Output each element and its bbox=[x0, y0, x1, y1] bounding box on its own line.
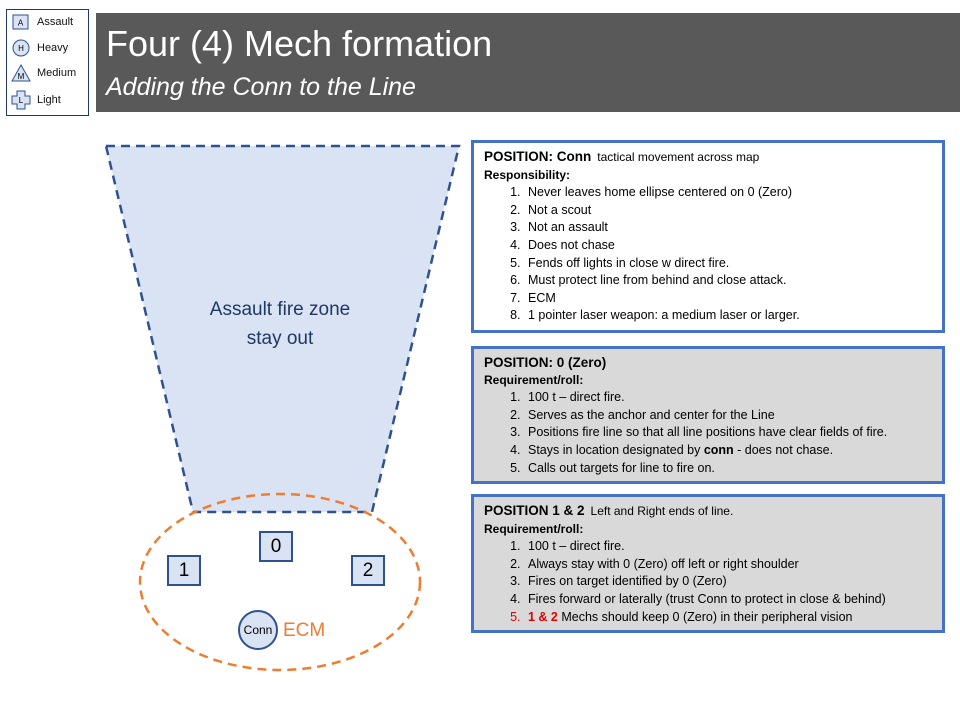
conn-box-subheading: Responsibility: bbox=[484, 167, 571, 182]
position-zero-marker: 0 bbox=[259, 531, 293, 562]
heavy-circle-icon: H bbox=[12, 39, 30, 57]
legend-label-medium: Medium bbox=[37, 67, 77, 79]
formation-diagram: Assault fire zone stay out 0 1 2 Conn EC… bbox=[0, 0, 470, 720]
assault-zone-line2: stay out bbox=[246, 328, 314, 349]
legend: A Assault H Heavy M Medium L Light bbox=[6, 9, 89, 116]
conn-box-heading: POSITION: Conn tactical movement across m… bbox=[484, 148, 932, 167]
list-item: Must protect line from behind and close … bbox=[524, 272, 932, 290]
legend-label-light: Light bbox=[37, 94, 61, 106]
zero-box-subheading: Requirement/roll: bbox=[484, 372, 584, 387]
list-item: Not a scout bbox=[524, 202, 932, 220]
list-item: 1 & 2 Mechs should keep 0 (Zero) in thei… bbox=[524, 609, 932, 627]
page-subtitle: Adding the Conn to the Line bbox=[106, 73, 416, 101]
diagram-shapes bbox=[104, 144, 461, 672]
legend-label-heavy: Heavy bbox=[37, 42, 69, 54]
zero-item4-pre: Stays in location designated by bbox=[528, 442, 704, 457]
svg-text:A: A bbox=[18, 19, 24, 28]
list-item: Does not chase bbox=[524, 237, 932, 255]
position-one-marker: 1 bbox=[167, 555, 201, 586]
list-item: 100 t – direct fire. bbox=[524, 389, 932, 407]
list-item: 1 pointer laser weapon: a medium laser o… bbox=[524, 307, 932, 325]
svg-text:H: H bbox=[18, 44, 24, 53]
ends-position-box: POSITION 1 & 2 Left and Right ends of lin… bbox=[471, 494, 945, 633]
conn-heading-text: POSITION: Conn bbox=[484, 149, 592, 164]
assault-zone-line1: Assault fire zone bbox=[209, 299, 351, 320]
conn-position-box: POSITION: Conn tactical movement across m… bbox=[471, 140, 945, 333]
position-two-marker: 2 bbox=[351, 555, 385, 586]
legend-item-light: L Light bbox=[11, 90, 61, 110]
ends-requirement-list: 100 t – direct fire. Always stay with 0 … bbox=[484, 538, 932, 626]
ends-item5-rest: Mechs should keep 0 (Zero) in their peri… bbox=[557, 609, 853, 624]
legend-item-heavy: H Heavy bbox=[11, 38, 68, 58]
zero-requirement-list: 100 t – direct fire. Serves as the ancho… bbox=[484, 389, 932, 477]
list-item: Never leaves home ellipse centered on 0 … bbox=[524, 184, 932, 202]
zero-item4-post: - does not chase. bbox=[733, 442, 834, 457]
list-item: Serves as the anchor and center for the … bbox=[524, 407, 932, 425]
legend-item-medium: M Medium bbox=[11, 63, 76, 83]
zero-position-box: POSITION: 0 (Zero) Requirement/roll: 100… bbox=[471, 346, 945, 484]
zero-item4-bold: conn bbox=[703, 442, 734, 457]
list-item: Calls out targets for line to fire on. bbox=[524, 460, 932, 478]
conn-heading-desc: tactical movement across map bbox=[597, 150, 760, 164]
list-item: Positions fire line so that all line pos… bbox=[524, 424, 932, 442]
list-item: Fires forward or laterally (trust Conn t… bbox=[524, 591, 932, 609]
home-ellipse bbox=[138, 492, 422, 672]
light-cross-icon: L bbox=[11, 90, 31, 110]
medium-triangle-icon: M bbox=[11, 63, 31, 82]
title-bar: Four (4) Mech formation Adding the Conn … bbox=[96, 13, 960, 112]
list-item: Not an assault bbox=[524, 219, 932, 237]
ends-heading-desc: Left and Right ends of line. bbox=[590, 504, 734, 518]
conn-responsibility-list: Never leaves home ellipse centered on 0 … bbox=[484, 184, 932, 325]
zero-box-heading: POSITION: 0 (Zero) bbox=[484, 355, 607, 370]
page-title: Four (4) Mech formation bbox=[106, 23, 493, 64]
ecm-label: ECM bbox=[283, 620, 326, 641]
list-item: Always stay with 0 (Zero) off left or ri… bbox=[524, 556, 932, 574]
assault-fire-zone bbox=[104, 144, 461, 514]
list-item: ECM bbox=[524, 290, 932, 308]
ends-item5-red: 1 & 2 bbox=[528, 609, 558, 624]
assault-zone-label: Assault fire zone stay out bbox=[170, 295, 390, 353]
assault-square-icon: A bbox=[12, 14, 29, 30]
ends-box-subheading: Requirement/roll: bbox=[484, 521, 584, 536]
svg-text:L: L bbox=[19, 96, 24, 105]
list-item: Stays in location designated by conn - d… bbox=[524, 442, 932, 460]
ends-heading-text: POSITION 1 & 2 bbox=[484, 503, 585, 518]
list-item: Fires on target identified by 0 (Zero) bbox=[524, 573, 932, 591]
list-item: 100 t – direct fire. bbox=[524, 538, 932, 556]
list-item: Fends off lights in close w direct fire. bbox=[524, 255, 932, 273]
legend-label-assault: Assault bbox=[37, 16, 74, 28]
svg-text:M: M bbox=[18, 72, 25, 81]
conn-marker: Conn bbox=[238, 610, 278, 650]
ends-box-heading: POSITION 1 & 2 Left and Right ends of lin… bbox=[484, 502, 932, 521]
legend-item-assault: A Assault bbox=[11, 12, 73, 32]
